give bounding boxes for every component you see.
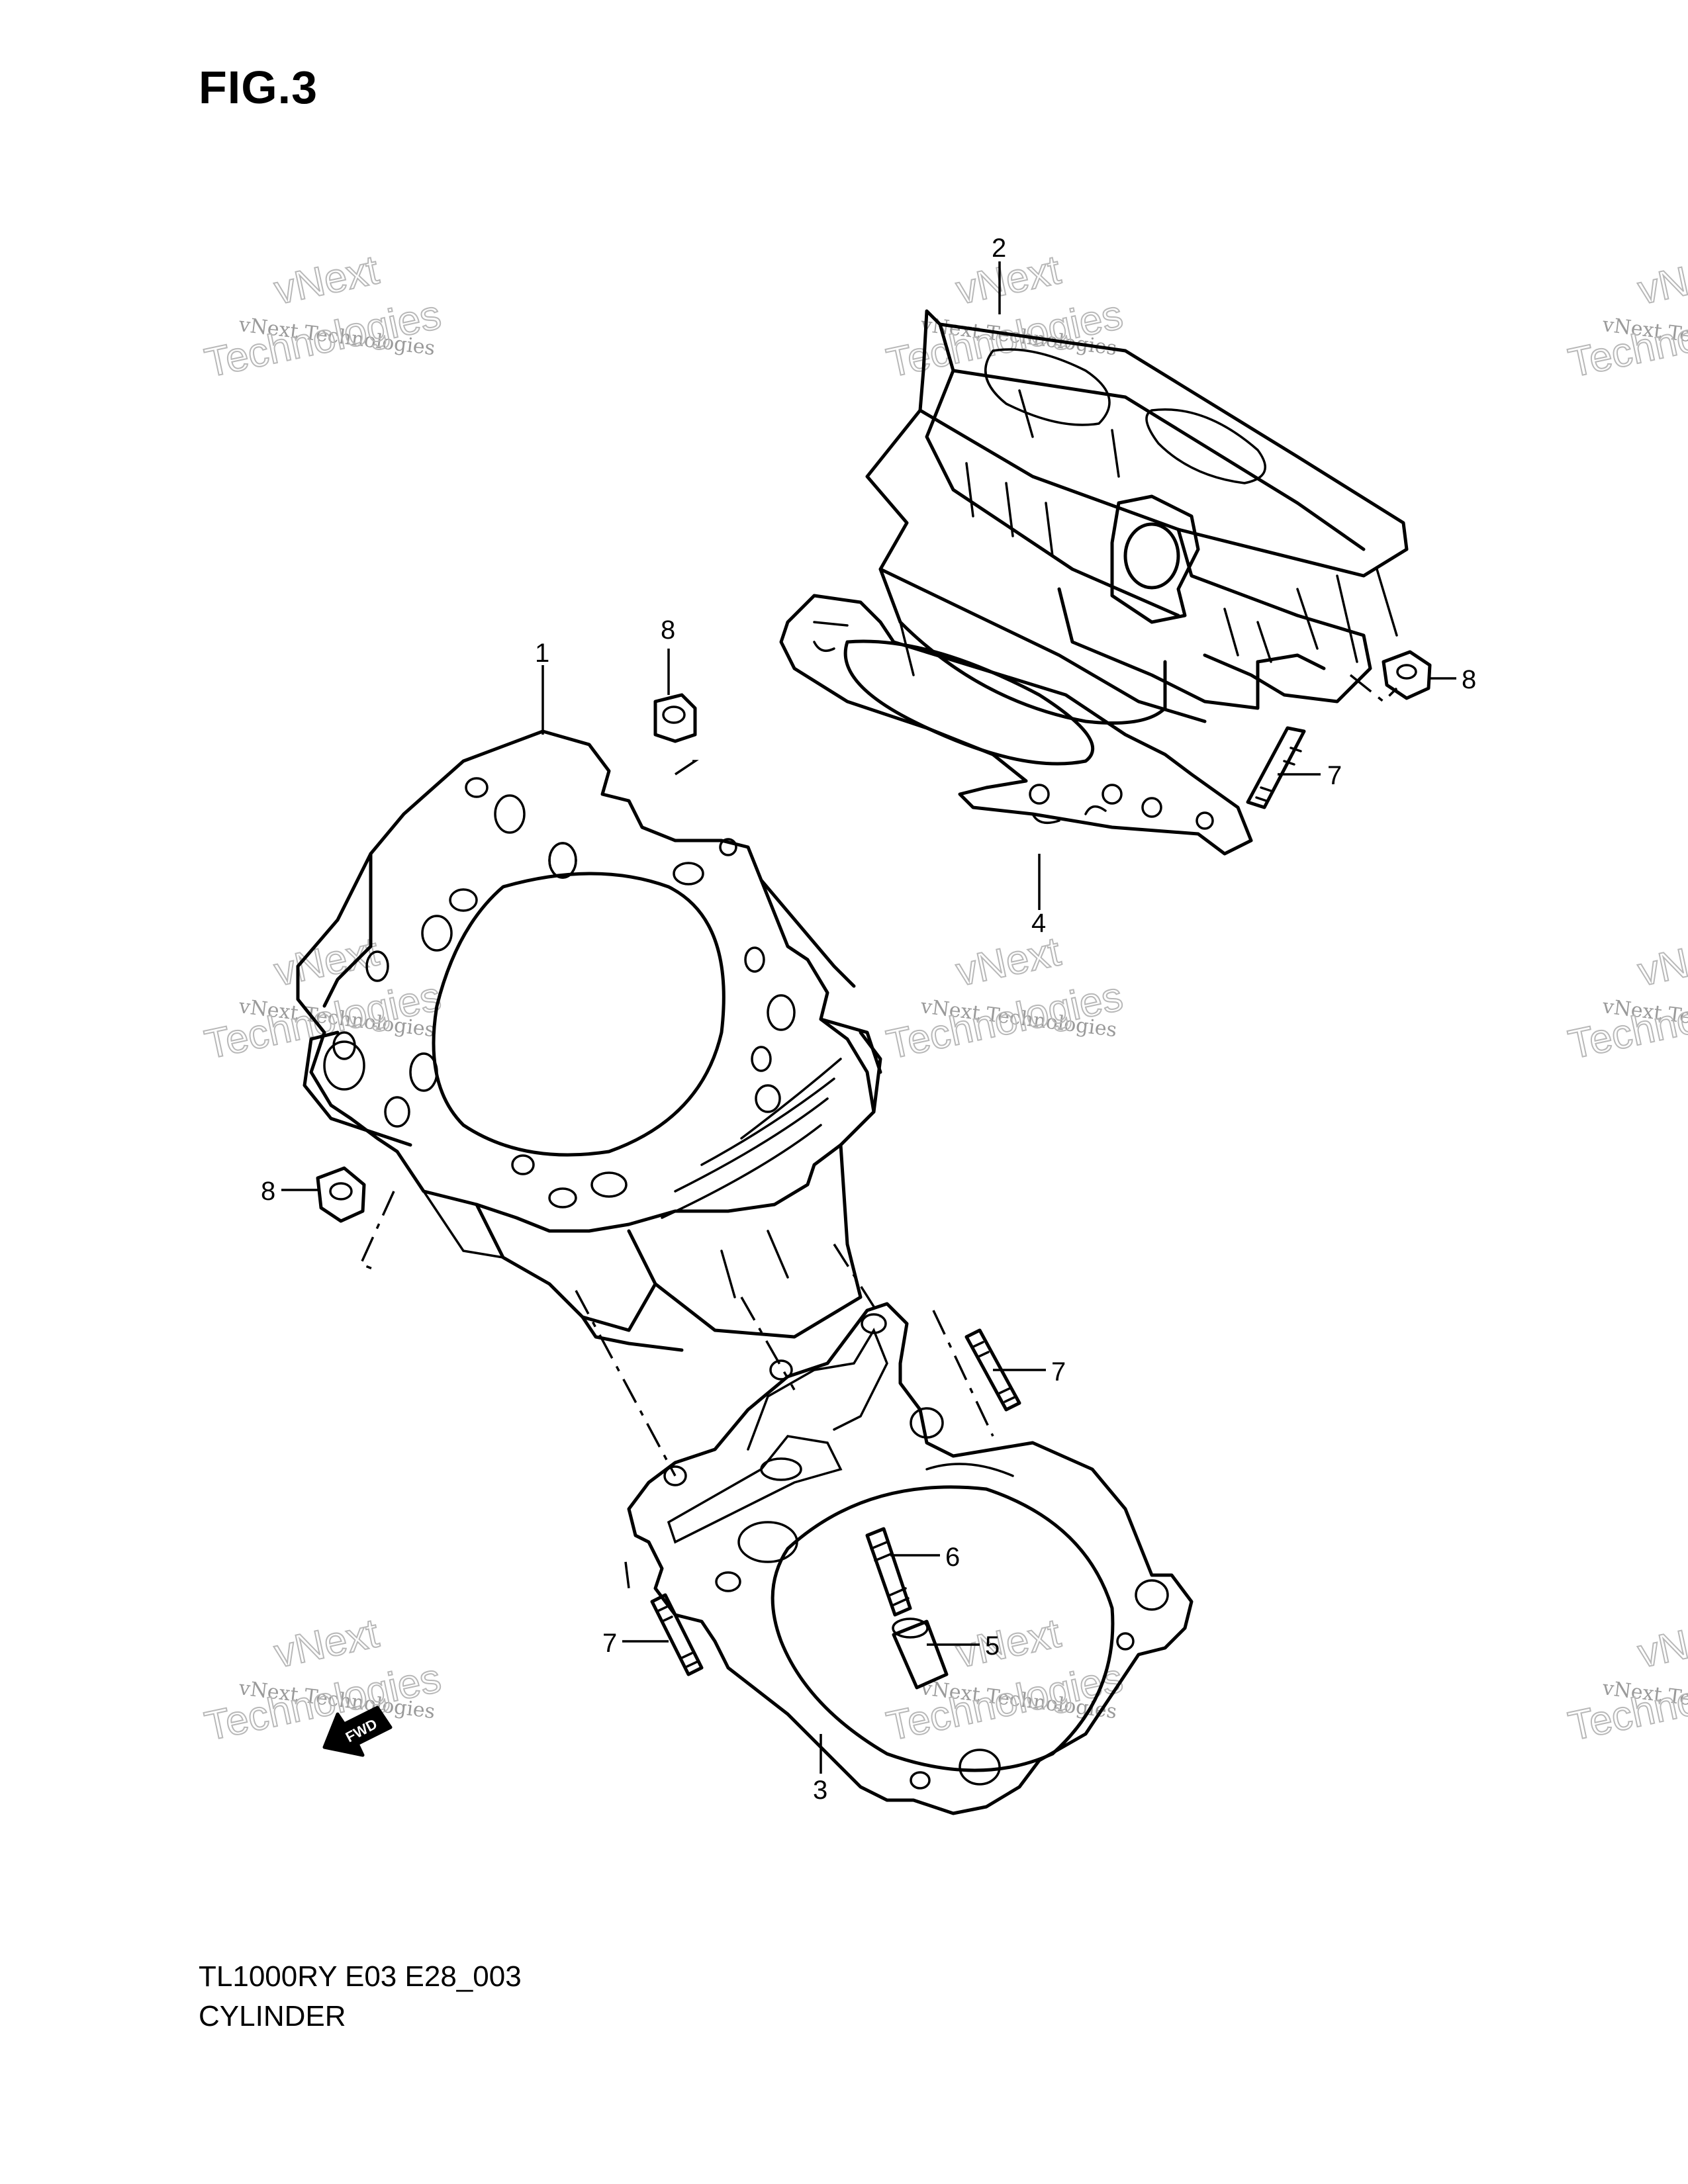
watermark-word-technologies: Technologies	[201, 292, 445, 387]
callout-7-lower: 7	[602, 1629, 617, 1658]
watermark-word-vnext: vNext	[953, 929, 1064, 995]
part-dowel-5	[892, 1617, 949, 1690]
callout-6: 6	[945, 1543, 960, 1572]
watermark-word-technologies: Technologies	[883, 1655, 1127, 1750]
callout-2: 2	[992, 234, 1006, 263]
watermark-word-vnext: vNext	[1634, 929, 1688, 995]
watermark: vNext vNext Technologies Technologies	[882, 928, 1127, 1068]
callout-7-upper: 7	[1327, 761, 1342, 790]
section-name-label: CYLINDER	[199, 2000, 346, 2032]
part-stud-7-mid	[964, 1328, 1021, 1412]
part-nut-8-right	[1382, 650, 1432, 700]
alignment-lines	[359, 674, 1398, 1589]
part-stud-6	[865, 1527, 912, 1617]
watermark-word-vnext: vNext	[953, 247, 1064, 313]
callout-7-mid: 7	[1051, 1357, 1066, 1387]
part-front-cylinder	[296, 729, 882, 1352]
watermark-word-technologies: Technologies	[201, 1655, 445, 1750]
callout-labels: 1 2 3 4 5 6 7 7 7 8 8 8	[261, 234, 1476, 1805]
watermark: vNext vNext Technologies Technologies	[201, 928, 445, 1068]
watermark: vNext vNext Technologies Technologies	[1564, 1610, 1688, 1750]
watermark-word-vnext: vNext	[271, 1610, 383, 1676]
watermark-word-technologies: Technologies	[883, 292, 1127, 387]
callout-3: 3	[813, 1776, 827, 1805]
leader-lines	[281, 261, 1456, 1774]
part-nut-8-left	[316, 1166, 366, 1223]
watermark: vNext vNext Technologies Technologies	[201, 246, 445, 387]
callout-4: 4	[1031, 909, 1046, 938]
watermark-word-vnext: vNext	[1634, 247, 1688, 313]
watermark: vNext vNext Technologies Technologies	[1564, 246, 1688, 387]
watermark-word-technologies: Technologies	[883, 974, 1127, 1068]
watermark-word-vnext: vNext	[1634, 1610, 1688, 1676]
watermark-word-vnext: vNext	[271, 929, 383, 995]
callout-8-right: 8	[1462, 665, 1476, 694]
part-stud-7-lower	[650, 1593, 704, 1676]
part-front-gasket	[627, 1302, 1194, 1815]
part-stud-7-upper	[1246, 726, 1306, 809]
callout-1: 1	[535, 639, 549, 668]
watermark: vNext vNext Technologies Technologies	[882, 246, 1127, 387]
watermark-word-technologies: Technologies	[201, 974, 445, 1068]
part-nut-8-top	[653, 693, 697, 743]
model-code-label: TL1000RY E03 E28_003	[199, 1960, 522, 1993]
watermark: vNext vNext Technologies Technologies	[1564, 928, 1688, 1068]
callout-8-top: 8	[661, 615, 675, 645]
watermark: vNext vNext Technologies Technologies	[201, 1610, 445, 1750]
callout-8-left: 8	[261, 1177, 275, 1206]
figure-title: FIG.3	[199, 62, 318, 113]
part-rear-gasket	[779, 594, 1253, 856]
callout-5: 5	[985, 1631, 1000, 1661]
watermark-word-vnext: vNext	[271, 247, 383, 313]
